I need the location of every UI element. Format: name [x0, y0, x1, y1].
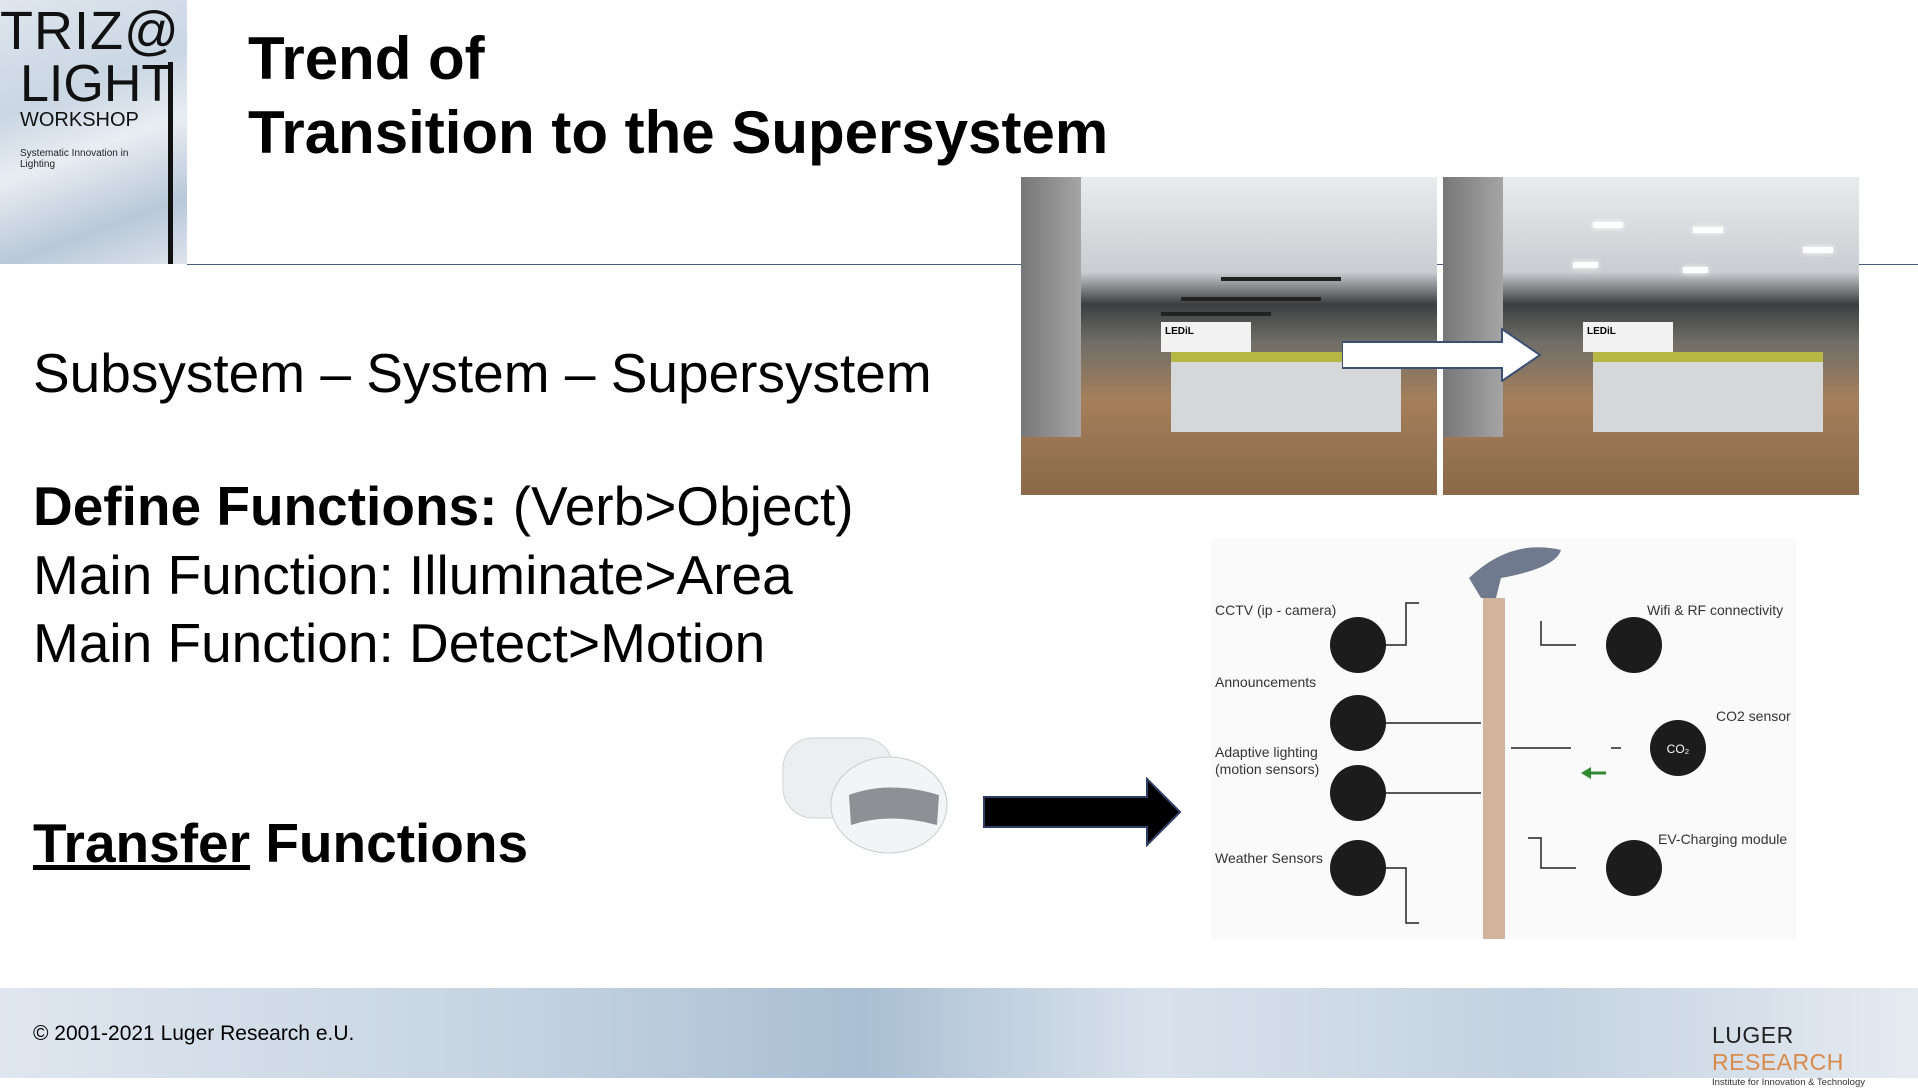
- label-announcements: Announcements: [1215, 674, 1317, 690]
- pillar: [1021, 177, 1081, 437]
- brand-sub: Institute for Innovation & Technology: [1712, 1077, 1865, 1088]
- recessed-panel: [1573, 262, 1598, 268]
- brand-a: LUGER: [1712, 1022, 1794, 1048]
- recessed-panel: [1593, 222, 1623, 228]
- transfer-underlined: Transfer: [33, 812, 251, 874]
- label-weather: Weather Sensors: [1215, 850, 1323, 866]
- define-bold: Define Functions:: [33, 475, 498, 537]
- recessed-panel: [1683, 267, 1708, 273]
- ledil-sign: LEDiL: [1161, 322, 1251, 352]
- black-arrow-icon: [983, 777, 1182, 847]
- brand-b: RESEARCH: [1712, 1049, 1844, 1075]
- motion-sensor-image: [782, 737, 948, 854]
- title-line2: Transition to the Supersystem: [248, 99, 1109, 166]
- logo-line3: WORKSHOP: [20, 109, 139, 131]
- pillar: [1443, 177, 1503, 437]
- define-rest: (Verb>Object): [497, 475, 854, 537]
- recessed-panel: [1693, 227, 1723, 233]
- desk: [1593, 352, 1823, 432]
- logo-line2: LIGHT: [20, 55, 174, 113]
- pendant-luminaire: [1161, 312, 1271, 316]
- label-co2: CO2 sensor: [1716, 708, 1791, 724]
- co2-icon: CO₂: [1667, 742, 1690, 756]
- label-wifi: Wifi & RF connectivity: [1647, 602, 1784, 618]
- pendant-luminaire: [1181, 297, 1321, 301]
- logo-tagline: Systematic Innovation in Lighting: [20, 148, 129, 170]
- footer: [0, 988, 1918, 1078]
- label-adaptive: Adaptive lighting (motion sensors): [1215, 744, 1320, 777]
- title-line1: Trend of: [248, 25, 485, 92]
- logo-line1: TRIZ@: [0, 1, 180, 61]
- label-cctv: CCTV (ip - camera): [1215, 602, 1337, 618]
- hierarchy-text: Subsystem – System – Supersystem: [33, 342, 932, 404]
- white-arrow-icon: [1342, 328, 1542, 382]
- ledil-sign: LEDiL: [1583, 322, 1673, 352]
- main-function-1: Main Function: Illuminate>Area: [33, 544, 793, 606]
- label-ev: EV-Charging module: [1658, 831, 1788, 847]
- main-function-2: Main Function: Detect>Motion: [33, 612, 766, 674]
- slide-title: Trend of Transition to the Supersystem: [248, 22, 1108, 170]
- define-functions: Define Functions: (Verb>Object): [33, 473, 854, 539]
- transfer-rest: Functions: [250, 812, 529, 874]
- smart-streetlight-diagram: CO₂ CCTV (ip - camera) Announcements Ada…: [1211, 538, 1796, 939]
- transfer-functions: Transfer Functions: [33, 810, 528, 876]
- streetlight-graphic: CO₂: [1330, 547, 1706, 939]
- recessed-panel: [1803, 247, 1833, 253]
- office-photo-pendant: LEDiL: [1021, 177, 1437, 495]
- copyright: © 2001-2021 Luger Research e.U.: [33, 1022, 355, 1045]
- luger-research-logo: LUGER RESEARCH Institute for Innovation …: [1712, 1022, 1918, 1088]
- logo-bar: [168, 62, 173, 264]
- pendant-luminaire: [1221, 277, 1341, 281]
- triz-light-logo: TRIZ@ LIGHT WORKSHOP Systematic Innovati…: [0, 0, 187, 264]
